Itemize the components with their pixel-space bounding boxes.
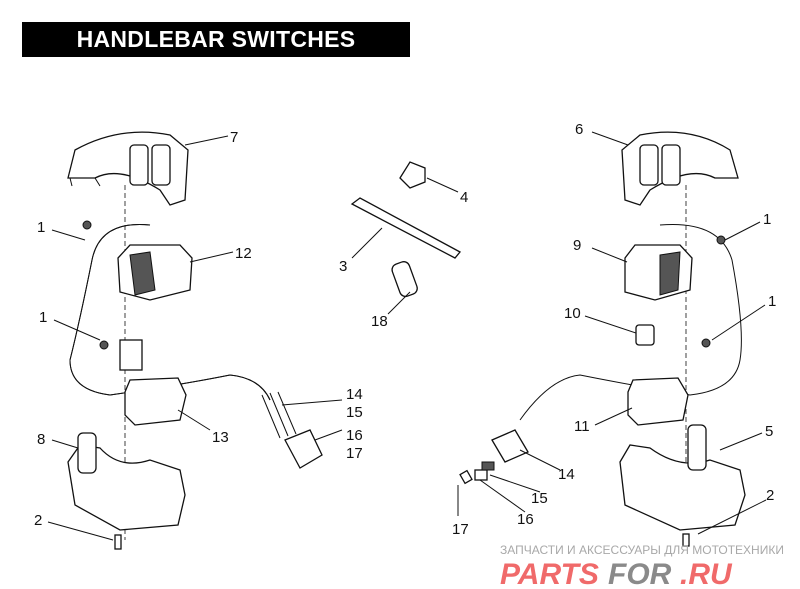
callout-1: 1 [37,219,45,236]
callouts: 7 1 12 1 14 15 16 17 13 8 2 4 3 18 6 1 9… [34,121,776,538]
callout-5: 5 [765,423,773,440]
watermark-tagline: ЗАПЧАСТИ И АКСЕССУАРЫ ДЛЯ МОТОТЕХНИКИ [500,543,784,557]
right-switch [624,244,693,301]
callout-16: 16 [346,427,363,444]
callout-18: 18 [371,313,388,330]
callout-17: 17 [452,521,469,538]
center-parts [350,161,462,298]
callout-17: 17 [346,445,363,462]
callout-12: 12 [235,245,252,262]
callout-8: 8 [37,431,45,448]
left-housing-bottom [67,444,186,531]
callout-1: 1 [763,211,771,228]
callout-4: 4 [460,189,468,206]
callout-15: 15 [531,490,548,507]
left-connector [284,429,323,469]
callout-13: 13 [212,429,229,446]
callout-14: 14 [346,386,363,403]
watermark-brand-c: .RU [680,558,733,589]
sleeve [391,261,418,298]
left-assembly [67,131,323,550]
right-connector [491,429,529,463]
left-lower-switch [124,377,187,426]
right-housing-bottom [619,444,746,531]
callout-15: 15 [346,404,363,421]
callout-3: 3 [339,258,347,275]
callout-9: 9 [573,237,581,254]
callout-11: 11 [574,418,590,435]
cable-tie [350,197,462,259]
right-module [635,324,655,346]
callout-2: 2 [34,512,42,529]
left-switch [117,244,193,301]
callout-1: 1 [768,293,776,310]
page-title: HANDLEBAR SWITCHES [22,22,410,57]
callout-14: 14 [558,466,575,483]
watermark: ЗАПЧАСТИ И АКСЕССУАРЫ ДЛЯ МОТОТЕХНИКИ PA… [500,543,784,589]
leader-lines [47,131,767,541]
watermark-brand-b: FOR [608,558,672,589]
callout-1: 1 [39,309,47,326]
right-lower-switch [627,377,689,426]
callout-16: 16 [517,511,534,528]
right-assembly [459,131,746,547]
watermark-brand-a: PARTS [500,558,599,589]
callout-2: 2 [766,487,774,504]
callout-10: 10 [564,305,581,322]
callout-6: 6 [575,121,583,138]
clip [399,161,426,189]
callout-7: 7 [230,129,238,146]
